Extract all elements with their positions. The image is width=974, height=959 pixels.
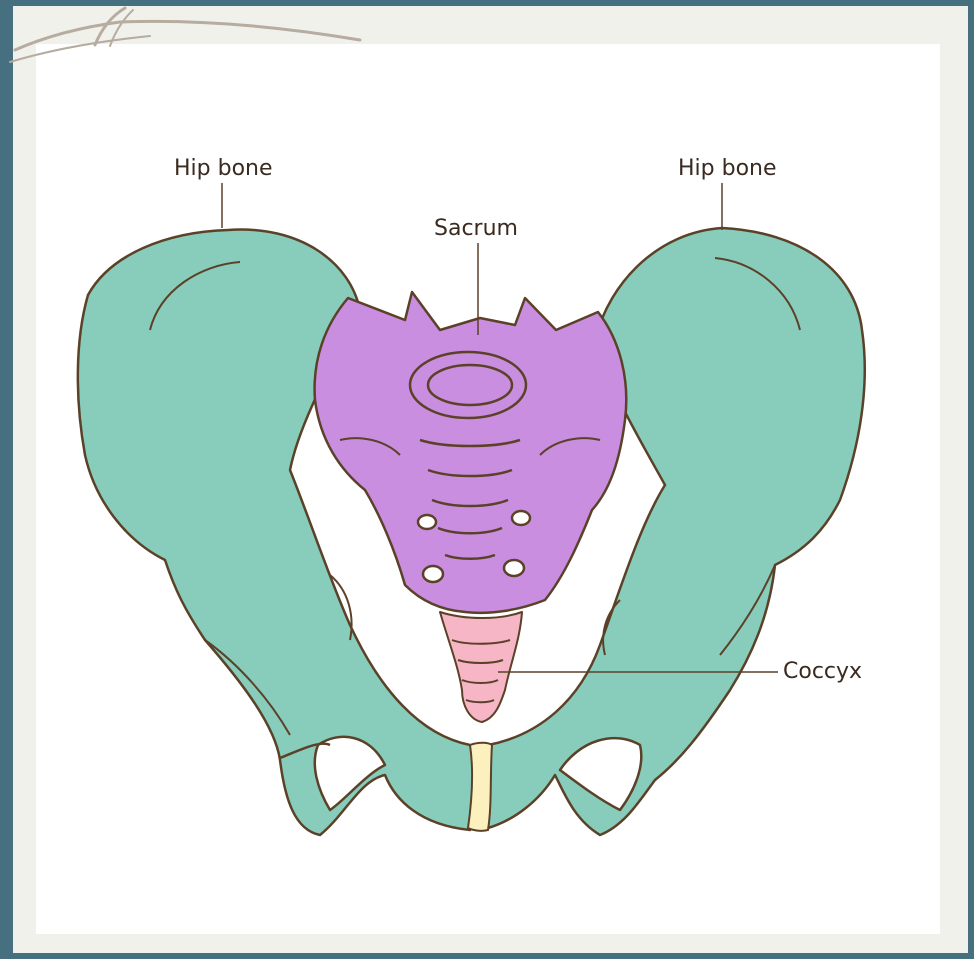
coccyx-bone [440, 612, 522, 722]
label-coccyx: Coccyx [783, 661, 862, 683]
sacrum-bone [315, 292, 627, 613]
decorative-brush-strokes [10, 8, 360, 62]
label-hip-bone-left: Hip bone [174, 158, 273, 180]
label-sacrum: Sacrum [434, 218, 518, 240]
label-hip-bone-right: Hip bone [678, 158, 777, 180]
pubic-symphysis [468, 743, 492, 831]
